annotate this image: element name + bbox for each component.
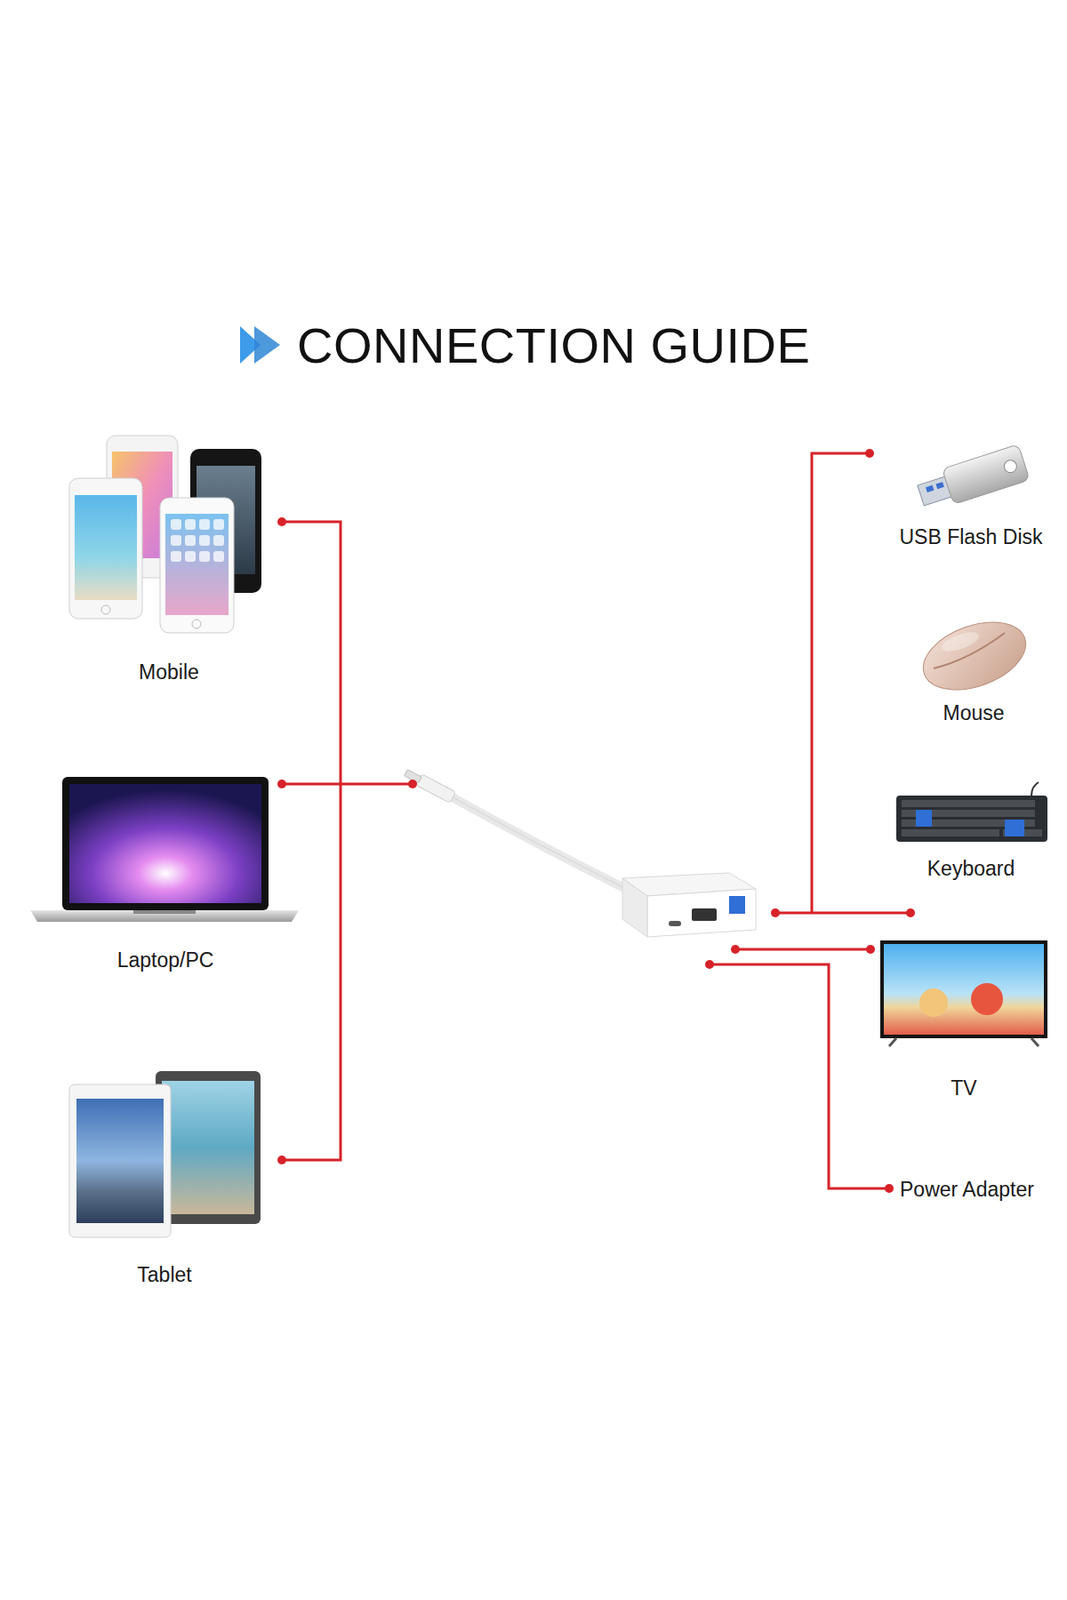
device-label: USB Flash Disk — [871, 524, 1067, 550]
device-label: Laptop/PC — [8, 947, 322, 973]
tablets-illustration — [69, 1071, 261, 1238]
leader-dots — [277, 449, 915, 1194]
device-node: Keyboard — [889, 778, 1053, 882]
device-node: Power Adapter — [899, 1175, 1060, 1203]
adapter-illustration — [402, 767, 756, 938]
mouse-illustration — [914, 609, 1035, 704]
device-node: Mouse — [906, 613, 1041, 726]
tv-illustration — [880, 940, 1048, 1047]
device-node: Laptop/PC — [26, 770, 305, 973]
keyboard-illustration — [896, 782, 1048, 843]
device-label: Keyboard — [871, 856, 1067, 882]
device-label: TV — [862, 1075, 1066, 1101]
device-node: USB Flash Disk — [889, 435, 1053, 550]
device-label: Power Adapter — [899, 1177, 1035, 1203]
laptop-illustration — [30, 777, 299, 923]
device-node: Tablet — [53, 1065, 276, 1288]
device-node: TV — [880, 935, 1048, 1101]
play-icon — [240, 326, 281, 364]
device-node: Mobile — [53, 426, 285, 685]
phones-illustration — [69, 435, 262, 634]
device-label: Mouse — [889, 700, 1059, 726]
leader-lines — [281, 453, 911, 1189]
device-label: Tablet — [35, 1262, 294, 1288]
device-label: Mobile — [35, 659, 303, 685]
diagram-title: CONNECTION GUIDE — [296, 316, 811, 375]
usb-flash-illustration — [914, 444, 1030, 514]
